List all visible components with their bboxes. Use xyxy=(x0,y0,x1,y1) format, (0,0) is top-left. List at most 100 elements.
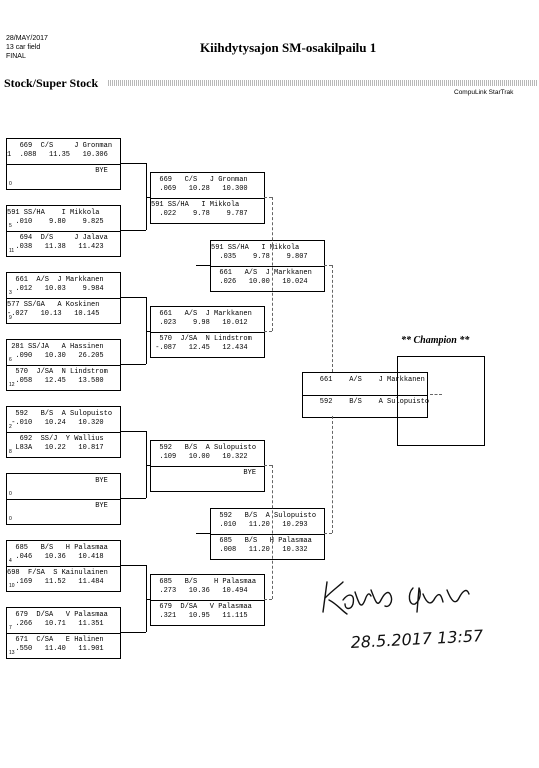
entry-times-line: .069 10.28 10.300 xyxy=(151,185,248,193)
entry-times-line: .022 9.78 9.787 xyxy=(151,210,248,218)
match-divider xyxy=(7,432,120,433)
entry-driver-line: 591 SS/HA I Mikkola xyxy=(7,209,100,217)
bracket-connector xyxy=(272,197,273,331)
match-entry-top: 592 B/S A Sulopuisto .109 10.00 10.322 xyxy=(151,443,264,463)
match-divider xyxy=(7,164,120,165)
bracket-connector xyxy=(146,565,147,632)
entry-driver-line: 669 C/S J Gronman xyxy=(151,176,248,184)
class-title-rule xyxy=(108,80,538,86)
match-box-r3m1: 591 SS/HA I Mikkola .035 9.78 9.807 661 … xyxy=(210,240,325,292)
match-divider xyxy=(7,566,120,567)
match-divider xyxy=(7,365,120,366)
match-divider xyxy=(7,633,120,634)
match-divider xyxy=(211,266,324,267)
bracket-connector xyxy=(146,197,150,198)
match-divider xyxy=(151,466,264,467)
handwritten-signature: 28.5.2017 13:57 xyxy=(322,581,484,652)
entry-driver-line: 592 B/S A Sulopuisto xyxy=(303,398,430,406)
entry-times-line: 1 .088 11.35 10.306 xyxy=(7,151,108,159)
entry-times-line xyxy=(151,478,264,487)
bracket-connector xyxy=(146,331,150,332)
bracket-connector xyxy=(146,465,150,466)
entry-driver-line: 281 SS/JA A Hassinen xyxy=(7,343,104,351)
entry-times-line: .058 12.45 13.580 xyxy=(7,377,104,385)
match-entry-bottom: 694 D/S J Jalava .038 11.38 11.423 xyxy=(7,233,120,253)
entry-driver-line: 692 SS/J Y Wallius xyxy=(7,435,104,443)
entry-driver-line: 591 SS/HA I Mikkola xyxy=(211,244,300,252)
entry-times-line: .010 9.80 9.825 xyxy=(7,218,104,226)
entry-driver-line: 592 B/S A Sulopuisto xyxy=(211,512,317,520)
entry-times-line: .109 10.00 10.322 xyxy=(151,453,248,461)
match-divider xyxy=(303,395,427,396)
round-label: FINAL xyxy=(6,53,26,60)
entry-times-line: .008 11.20 10.332 xyxy=(211,546,308,554)
match-entry-bottom: 591 SS/HA I Mikkola .022 9.78 9.787 xyxy=(151,200,264,220)
entry-times-line: .266 10.71 11.351 xyxy=(7,620,104,628)
bracket-connector xyxy=(120,431,146,432)
match-entry-top: 661 A/S J Markkanen xyxy=(303,375,427,395)
entry-times-line: .321 10.95 11.115 xyxy=(151,612,248,620)
entry-times-line: .023 9.98 10.012 xyxy=(151,319,248,327)
entry-driver-line: BYE xyxy=(7,167,108,175)
match-entry-top: 281 SS/JA A Hassinen .090 10.30 26.205 xyxy=(7,342,120,362)
entry-times-line: .012 10.03 9.984 xyxy=(7,285,104,293)
match-box-r2m4: 685 B/S H Palasmaa .273 10.36 10.494 679… xyxy=(150,574,265,626)
seed-number: 2 xyxy=(9,424,12,430)
entry-driver-line: BYE xyxy=(7,502,108,510)
match-entry-bottom: 698 F/SA S Kainulainen .169 11.52 11.484 xyxy=(7,568,120,588)
bracket-connector xyxy=(264,599,272,600)
entry-driver-line: 698 F/SA S Kainulainen xyxy=(7,569,108,577)
entry-driver-line: 679 D/SA V Palasmaa xyxy=(151,603,252,611)
signature-date: 28.5.2017 13:57 xyxy=(350,626,484,652)
bracket-connector xyxy=(332,416,333,533)
match-divider xyxy=(151,600,264,601)
entry-driver-line: 685 B/S H Palasmaa xyxy=(211,537,312,545)
match-entry-bottom: 570 J/SA N Lindstrom .058 12.45 13.580 xyxy=(7,367,120,387)
bracket-connector xyxy=(146,599,150,600)
match-entry-bottom: 592 B/S A Sulopuisto xyxy=(303,397,430,417)
match-entry-bottom: 661 A/S J Markkanen .026 10.00 10.024 xyxy=(211,268,324,288)
seed-number: 4 xyxy=(9,558,12,564)
entry-times-line: -.027 10.13 10.145 xyxy=(7,310,100,318)
bracket-connector xyxy=(120,498,146,499)
entry-driver-line: 661 A/S J Markkanen xyxy=(151,310,252,318)
match-entry-top: 592 B/S A Sulopuisto -.010 10.24 10.320 xyxy=(7,409,120,429)
match-entry-bottom: 570 J/SA N Lindstrom -.087 12.45 12.434 xyxy=(151,334,264,354)
match-entry-top: 661 A/S J Markkanen .023 9.98 10.012 xyxy=(151,309,264,329)
bracket-connector xyxy=(196,533,210,534)
entry-times-line: .169 11.52 11.484 xyxy=(7,578,104,586)
seed-number: 13 xyxy=(9,650,15,656)
entry-driver-line: 694 D/S J Jalava xyxy=(7,234,108,242)
entry-times-line: -.010 10.24 10.320 xyxy=(7,419,104,427)
match-divider xyxy=(7,499,120,500)
entry-driver-line: 679 D/SA V Palasmaa xyxy=(7,611,108,619)
match-box-r3m2: 592 B/S A Sulopuisto .010 11.20 10.293 6… xyxy=(210,508,325,560)
bracket-connector xyxy=(120,364,146,365)
entry-times-line: .026 10.00 10.024 xyxy=(211,278,308,286)
bracket-connector xyxy=(332,265,333,372)
seed-number: 12 xyxy=(9,382,15,388)
event-title: Kiihdytysajon SM-osakilpailu 1 xyxy=(200,40,377,55)
match-entry-top: 591 SS/HA I Mikkola .035 9.78 9.807 xyxy=(211,243,324,263)
seed-number: 6 xyxy=(9,357,12,363)
match-box-r2m3: 592 B/S A Sulopuisto .109 10.00 10.322 B… xyxy=(150,440,265,492)
match-divider xyxy=(7,298,120,299)
champion-box xyxy=(397,356,485,446)
bracket-connector xyxy=(120,163,146,164)
seed-number: 7 xyxy=(9,625,12,631)
seed-number: 8 xyxy=(9,449,12,455)
entry-driver-line: 669 C/S J Gronman xyxy=(7,142,113,150)
seed-number: 3 xyxy=(9,290,12,296)
bracket-connector xyxy=(324,265,332,266)
entry-driver-line: 592 B/S A Sulopuisto xyxy=(7,410,113,418)
seed-number: 9 xyxy=(9,315,12,321)
champion-label: ** Champion ** xyxy=(401,335,470,346)
bracket-connector xyxy=(146,163,147,230)
match-entry-top: 685 B/S H Palasmaa .273 10.36 10.494 xyxy=(151,577,264,597)
